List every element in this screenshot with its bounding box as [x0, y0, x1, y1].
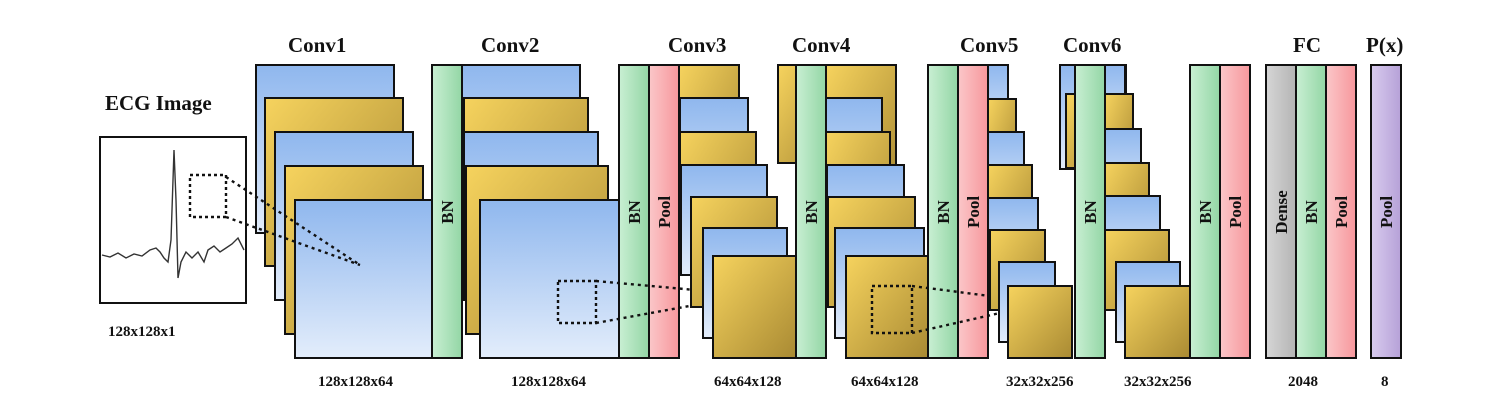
- conv6-pool-label: Pool: [1226, 196, 1245, 228]
- conv5-bn-bar: [1074, 64, 1106, 359]
- conv3-title: Conv3: [668, 33, 726, 57]
- conv4-pool-label: Pool: [964, 196, 983, 228]
- fc-title: FC: [1293, 33, 1321, 57]
- conv2-title: Conv2: [481, 33, 539, 57]
- conv2-block: Conv2 BN Pool 128x128x64: [461, 33, 680, 390]
- conv6-dims: 32x32x256: [1124, 374, 1192, 390]
- conv3-feature-map-front: [712, 255, 797, 359]
- conv6-block: Conv6 BN BN Pool 32x32x256: [1059, 33, 1251, 390]
- fc-block: FC Dense BN Pool 2048: [1265, 33, 1357, 390]
- conv2-pool-label: Pool: [655, 196, 674, 228]
- output-dims: 8: [1381, 374, 1389, 390]
- conv1-dims: 128x128x64: [318, 374, 394, 390]
- conv4-feature-map-front: [845, 255, 929, 359]
- conv1-bn-label: BN: [438, 199, 457, 223]
- ecg-receptive-field: [188, 173, 228, 219]
- fc-bn-label: BN: [1302, 199, 1321, 223]
- conv4-bn-label: BN: [934, 199, 953, 223]
- conv5-block: Conv5 32x32x256: [960, 33, 1074, 390]
- conv4-receptive-field: [870, 284, 914, 335]
- conv3-bn-label: BN: [802, 199, 821, 223]
- conv4-block: Conv4 BN BN Pool 64x64x128: [777, 33, 989, 390]
- input-ecg-image: ECG Image 128x128x1: [99, 91, 247, 340]
- conv1-title: Conv1: [288, 33, 346, 57]
- conv6-pool-bar: [1219, 64, 1251, 359]
- fc-dense-label: Dense: [1272, 190, 1291, 234]
- conv2-dims: 128x128x64: [511, 374, 587, 390]
- output-pool-label: Pool: [1377, 196, 1396, 228]
- fc-dims: 2048: [1288, 374, 1318, 390]
- projection-input-conv1: [225, 175, 361, 267]
- conv3-bn-bar: [795, 64, 827, 359]
- conv2-bn-label: BN: [625, 199, 644, 223]
- conv5-title: Conv5: [960, 33, 1018, 57]
- output-title: P(x): [1366, 33, 1403, 57]
- conv1-bn-bar: [431, 64, 463, 359]
- conv3-block: Conv3 64x64x128: [668, 33, 797, 390]
- conv5-dims: 32x32x256: [1006, 374, 1074, 390]
- conv5-bn-label: BN: [1081, 199, 1100, 223]
- conv2-feature-map-front: [479, 199, 620, 359]
- conv4-pool-bar: [957, 64, 989, 359]
- input-dims: 128x128x1: [108, 324, 176, 340]
- conv1-feature-map-front: [294, 199, 434, 359]
- conv1-block: Conv1 BN 128x128x64: [255, 33, 463, 390]
- conv2-receptive-field: [556, 279, 598, 325]
- conv5-feature-map-front: [1007, 285, 1073, 359]
- conv6-bn-label: BN: [1196, 199, 1215, 223]
- input-title: ECG Image: [105, 91, 212, 115]
- conv3-dims: 64x64x128: [714, 374, 782, 390]
- conv4-title: Conv4: [792, 33, 851, 57]
- ecg-trace: [101, 149, 245, 279]
- output-block: P(x) Pool 8: [1366, 33, 1403, 390]
- conv6-feature-map-front: [1124, 285, 1191, 359]
- fc-pool-bar: [1325, 64, 1357, 359]
- conv2-bn-bar: [618, 64, 650, 359]
- conv6-bn-bar: [1189, 64, 1221, 359]
- output-pool-bar: [1370, 64, 1402, 359]
- conv6-title: Conv6: [1063, 33, 1121, 57]
- conv4-bn-bar: [927, 64, 959, 359]
- fc-bn-bar: [1295, 64, 1327, 359]
- fc-pool-label: Pool: [1332, 196, 1351, 228]
- conv4-dims: 64x64x128: [851, 374, 919, 390]
